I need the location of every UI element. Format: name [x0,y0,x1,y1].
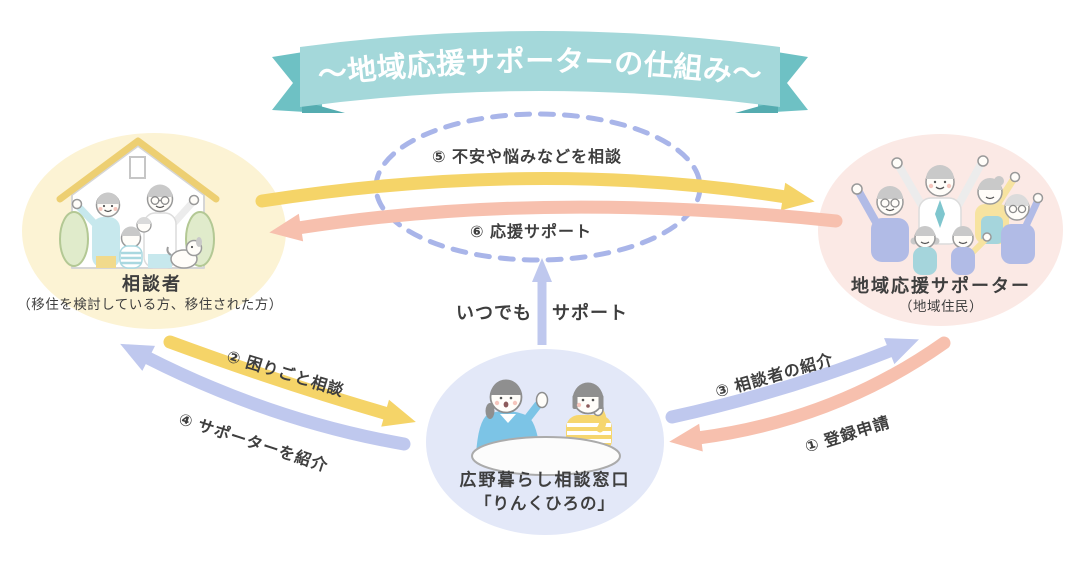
office-subtitle: 「りんくひろの」 [475,495,615,513]
supporter-group-illustration [851,155,1044,275]
ribbon-tail-right [758,49,808,113]
arrow-4-label: ④ サポーターを紹介 [176,411,331,476]
table-icon [471,436,621,476]
support-label: サポート [552,303,628,323]
arrow-1-label: ① 登録申請 [803,414,893,457]
anytime-label: いつでも [456,303,532,323]
counselor-figure [476,379,549,455]
ribbon-fold-left [302,101,345,113]
node-supporter [818,134,1063,326]
dog-icon [166,237,203,269]
node-consultant [22,133,286,329]
cheering-people-figures [851,155,1044,275]
consultant-family-house-illustration [56,137,220,269]
arrow-3-label: ③ 相談者の紹介 [713,351,836,402]
ribbon-banner: 〜地域応援サポーターの仕組み〜 [272,31,808,113]
arrow-5-label: ⑤ 不安や悩みなどを相談 [432,149,622,166]
consultation-desk-illustration [471,379,621,476]
arrow-5-consult-worries [255,171,815,211]
ribbon-fold-right [735,101,778,113]
arrow-2-label: ② 困りごと相談 [224,348,347,401]
supporter-subtitle: （地域住民） [899,299,983,314]
family-figures [71,184,200,269]
consultant-subtitle: （移住を検討している方、移住された方） [17,297,283,312]
node-office [426,349,664,535]
consultant-title: 相談者 [122,274,182,294]
office-title: 広野暮らし相談窓口 [459,470,631,490]
arrow-6-label: ⑥ 応援サポート [470,224,592,241]
ribbon-tail-left [272,49,322,113]
ribbon-band [300,31,780,107]
banner-title: 〜地域応援サポーターの仕組み〜 [316,45,763,92]
supporter-title: 地域応援サポーター [851,276,1031,296]
